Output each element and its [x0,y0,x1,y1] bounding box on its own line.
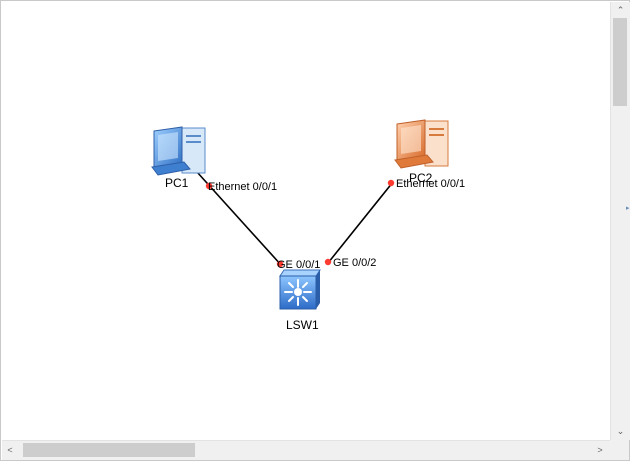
vertical-scrollbar[interactable]: ⌃ ⌄ [610,2,630,440]
scroll-left-arrow-icon[interactable]: < [7,445,13,455]
scroll-up-arrow-icon[interactable]: ⌃ [616,5,625,15]
lsw1-label[interactable]: LSW1 [286,318,319,332]
link-pc2-lsw1[interactable] [327,181,394,264]
scrollbar-corner [610,440,629,460]
vertical-scroll-thumb[interactable] [613,18,627,106]
scroll-right-arrow-icon[interactable]: > [597,445,603,455]
pc2-icon[interactable] [394,119,449,169]
lsw1-port1-label: GE 0/0/1 [277,259,321,271]
horizontal-scroll-thumb[interactable] [23,443,195,457]
port-marker-lsw1-ge1[interactable] [276,260,284,268]
topology-diagram [151,119,449,310]
switch-icon[interactable] [279,269,321,310]
pc1-label[interactable]: PC1 [165,176,189,190]
port-marker-lsw1-ge2[interactable] [324,258,332,266]
panel-expand-handle-icon[interactable]: ▸ [626,205,630,212]
port-marker-pc1-eth[interactable] [205,182,213,190]
scroll-down-arrow-icon[interactable]: ⌄ [616,426,625,436]
pc2-port-label: Ethernet 0/0/1 [396,178,466,190]
topology-canvas[interactable]: PC1 PC2 LSW1 Ethernet 0/0/1 GE 0/0/1 Eth… [2,2,610,440]
pc1-icon[interactable] [151,126,206,176]
lsw1-port2-label: GE 0/0/2 [333,257,377,269]
pc2-label[interactable]: PC2 [409,171,433,185]
port-marker-pc2-eth[interactable] [387,179,395,187]
pc1-port-label: Ethernet 0/0/1 [208,181,278,193]
horizontal-scrollbar[interactable]: < > [2,440,610,460]
